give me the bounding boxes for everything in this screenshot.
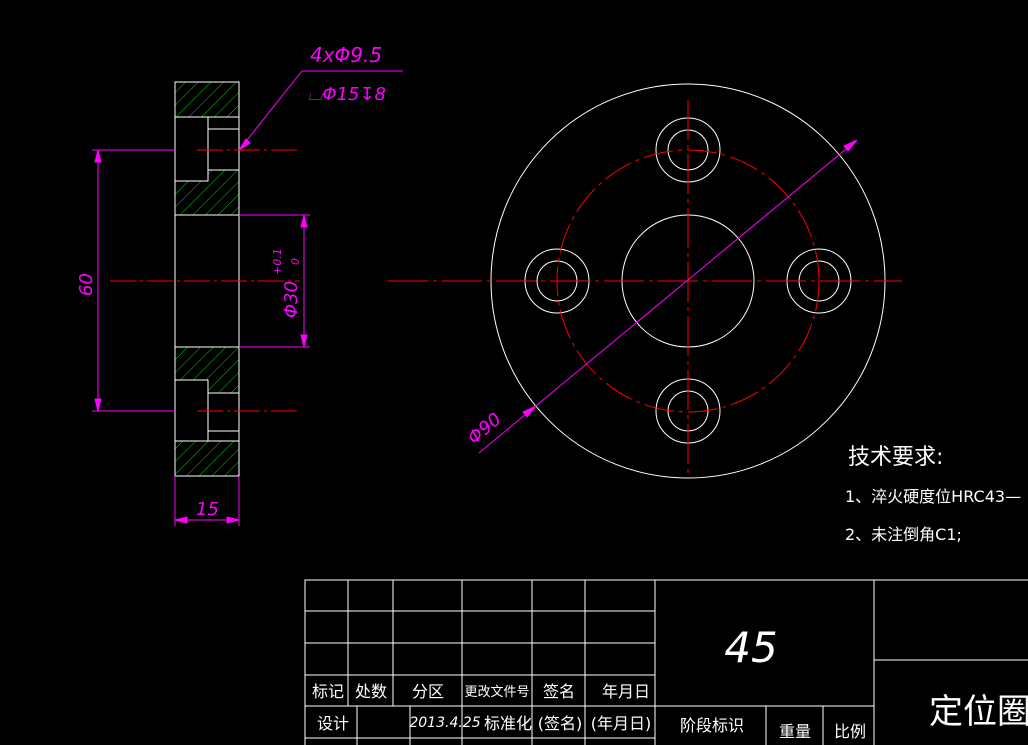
dim-60-arrow-bottom bbox=[94, 398, 102, 412]
dim-60-arrow-top bbox=[94, 149, 102, 163]
front-dimension bbox=[478, 139, 858, 454]
dim-90-arrow-lower bbox=[522, 405, 537, 418]
material-text: 45 bbox=[724, 623, 777, 672]
label-scale: 比例 bbox=[834, 722, 866, 741]
front-view: Φ90 bbox=[388, 83, 902, 479]
section-hatching bbox=[174, 81, 240, 477]
hatch-bottom-1 bbox=[174, 346, 240, 394]
label-signature-paren: (签名) bbox=[538, 714, 583, 733]
section-dimensions bbox=[92, 70, 403, 526]
dim-60-text: 60 bbox=[76, 273, 97, 296]
title-block: 45 定位圈 标记 处数 分区 更改文件号 签名 年月日 设计 2013.4.2… bbox=[304, 579, 1028, 745]
label-date: 年月日 bbox=[602, 682, 650, 701]
dim-90-arrow-upper bbox=[843, 139, 858, 152]
hole-leader-arrow bbox=[238, 138, 251, 151]
front-centerlines bbox=[388, 100, 902, 478]
tech-req-item-1: 1、淬火硬度位HRC43— bbox=[845, 487, 1021, 506]
dim-30-text: Φ30 bbox=[281, 281, 302, 318]
hole-leader-line bbox=[238, 70, 303, 151]
title-block-border bbox=[304, 579, 1028, 745]
top-counterbore-edge-lower bbox=[175, 169, 239, 182]
tech-req-heading: 技术要求: bbox=[848, 445, 943, 470]
design-date: 2013.4.25 bbox=[409, 715, 480, 731]
label-date-paren: (年月日) bbox=[591, 714, 652, 733]
hatch-top-1 bbox=[174, 81, 240, 118]
section-centerlines bbox=[110, 149, 300, 412]
bottom-counterbore-edge bbox=[175, 379, 239, 394]
tech-req-item-2: 2、未注倒角C1; bbox=[845, 525, 962, 544]
part-outline bbox=[174, 81, 240, 477]
dim-30-arrow-bottom bbox=[300, 334, 308, 348]
hatch-top-2 bbox=[174, 169, 240, 216]
section-view: 4xΦ9.5 ⌴Φ15↧8 60 Φ30 +0.1 0 15 bbox=[76, 43, 403, 526]
label-stage-mark: 阶段标识 bbox=[680, 716, 744, 735]
hatch-bottom-2 bbox=[174, 440, 240, 477]
counterbore-callout-text: ⌴Φ15↧8 bbox=[308, 84, 386, 105]
label-signature: 签名 bbox=[543, 682, 575, 701]
top-counterbore-edge bbox=[175, 116, 239, 130]
label-change-doc: 更改文件号 bbox=[464, 685, 529, 700]
dim-15-arrow-right bbox=[226, 516, 240, 524]
dim-30-tol-lower: 0 bbox=[289, 258, 302, 265]
dim-30-arrow-top bbox=[300, 214, 308, 228]
part-name-text: 定位圈 bbox=[929, 692, 1028, 732]
label-design: 设计 bbox=[317, 714, 349, 733]
bottom-counterbore-edge-lower bbox=[175, 430, 239, 442]
label-zone: 分区 bbox=[412, 682, 444, 701]
label-standardize: 标准化 bbox=[484, 714, 532, 733]
dim-90-text: Φ90 bbox=[464, 409, 506, 449]
title-block-grid bbox=[304, 579, 1028, 745]
section-outline bbox=[174, 81, 240, 477]
dim-90-line bbox=[478, 139, 858, 454]
title-block-text: 45 定位圈 标记 处数 分区 更改文件号 签名 年月日 设计 2013.4.2… bbox=[312, 623, 1028, 741]
label-weight: 重量 bbox=[779, 722, 811, 741]
hole-callout-text: 4xΦ9.5 bbox=[310, 43, 382, 67]
dim-15-arrow-left bbox=[174, 516, 188, 524]
label-count: 处数 bbox=[355, 682, 387, 701]
label-mark: 标记 bbox=[312, 682, 344, 701]
technical-requirements: 技术要求: 1、淬火硬度位HRC43— 2、未注倒角C1; bbox=[845, 445, 1021, 544]
dim-30-tol-upper: +0.1 bbox=[271, 248, 284, 275]
section-dimension-text: 4xΦ9.5 ⌴Φ15↧8 60 Φ30 +0.1 0 15 bbox=[76, 43, 386, 520]
dim-15-text: 15 bbox=[196, 499, 219, 520]
